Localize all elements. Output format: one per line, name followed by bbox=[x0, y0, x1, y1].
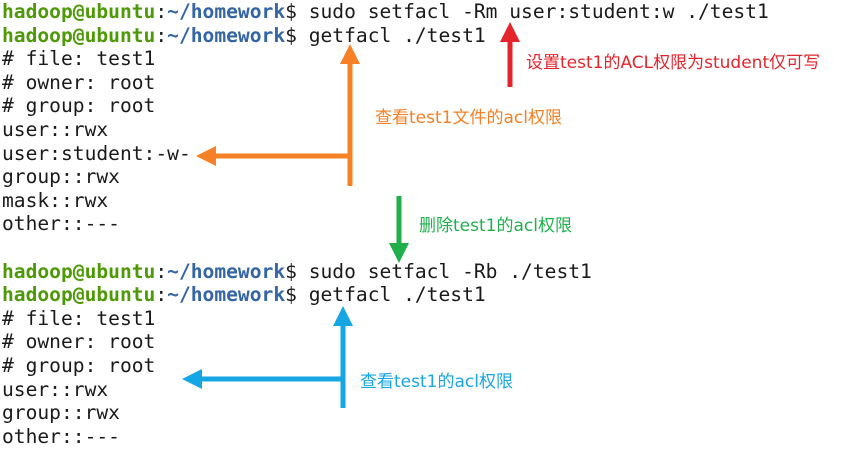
output-line: # owner: root bbox=[2, 330, 156, 354]
prompt-user: hadoop@ubuntu bbox=[2, 0, 156, 23]
output-line: user::rwx bbox=[2, 377, 109, 401]
output-line: mask::rwx bbox=[2, 188, 109, 212]
output-line: # group: root bbox=[2, 353, 156, 377]
prompt-symbol: $ bbox=[285, 0, 297, 23]
output-line: user::rwx bbox=[2, 117, 109, 141]
prompt-user: hadoop@ubuntu bbox=[2, 283, 156, 307]
output-line: other::--- bbox=[2, 212, 120, 236]
command-text: getfacl ./test1 bbox=[296, 23, 486, 47]
command-line: hadoop@ubuntu:~/homework$ getfacl ./test… bbox=[2, 283, 602, 307]
command-text: getfacl ./test1 bbox=[296, 283, 486, 307]
annotation-view-acl-file: 查看test1文件的acl权限 bbox=[375, 108, 562, 128]
prompt-user: hadoop@ubuntu bbox=[2, 259, 156, 283]
output-line: user:student:-w- bbox=[2, 141, 191, 165]
output-line: group::rwx bbox=[2, 401, 120, 425]
output-line: # file: test1 bbox=[2, 47, 156, 71]
output-line: # file: test1 bbox=[2, 306, 156, 330]
annotation-set-acl: 设置test1的ACL权限为student仅可写 bbox=[526, 53, 821, 73]
prompt-path: ~/homework bbox=[167, 0, 286, 23]
prompt-path: ~/homework bbox=[167, 259, 286, 283]
command-line: hadoop@ubuntu:~/homework$ getfacl ./test… bbox=[2, 24, 602, 48]
command-line: hadoop@ubuntu:~/homework$ sudo setfacl -… bbox=[2, 260, 602, 284]
prompt-symbol: $ bbox=[285, 259, 297, 283]
prompt-symbol: $ bbox=[285, 283, 297, 307]
output-line: # owner: root bbox=[2, 70, 156, 94]
prompt-symbol: $ bbox=[285, 23, 297, 47]
annotation-view-acl: 查看test1的acl权限 bbox=[360, 372, 513, 392]
output-line: other::--- bbox=[2, 424, 120, 448]
output-line: group::rwx bbox=[2, 165, 120, 189]
prompt-user: hadoop@ubuntu bbox=[2, 23, 156, 47]
annotation-delete-acl: 删除test1的acl权限 bbox=[419, 216, 572, 236]
prompt-separator: : bbox=[155, 23, 168, 47]
command-text: sudo setfacl -Rm user:student:w ./test1 bbox=[296, 0, 769, 23]
prompt-separator: : bbox=[155, 0, 168, 23]
command-line: hadoop@ubuntu:~/homework$ sudo setfacl -… bbox=[2, 0, 769, 24]
prompt-separator: : bbox=[155, 259, 168, 283]
output-line: # group: root bbox=[2, 94, 156, 118]
terminal-output: hadoop@ubuntu:~/homework$ sudo setfacl -… bbox=[2, 0, 769, 448]
prompt-path: ~/homework bbox=[167, 283, 286, 307]
prompt-path: ~/homework bbox=[167, 23, 286, 47]
prompt-separator: : bbox=[155, 283, 168, 307]
command-text: sudo setfacl -Rb ./test1 bbox=[296, 259, 592, 283]
